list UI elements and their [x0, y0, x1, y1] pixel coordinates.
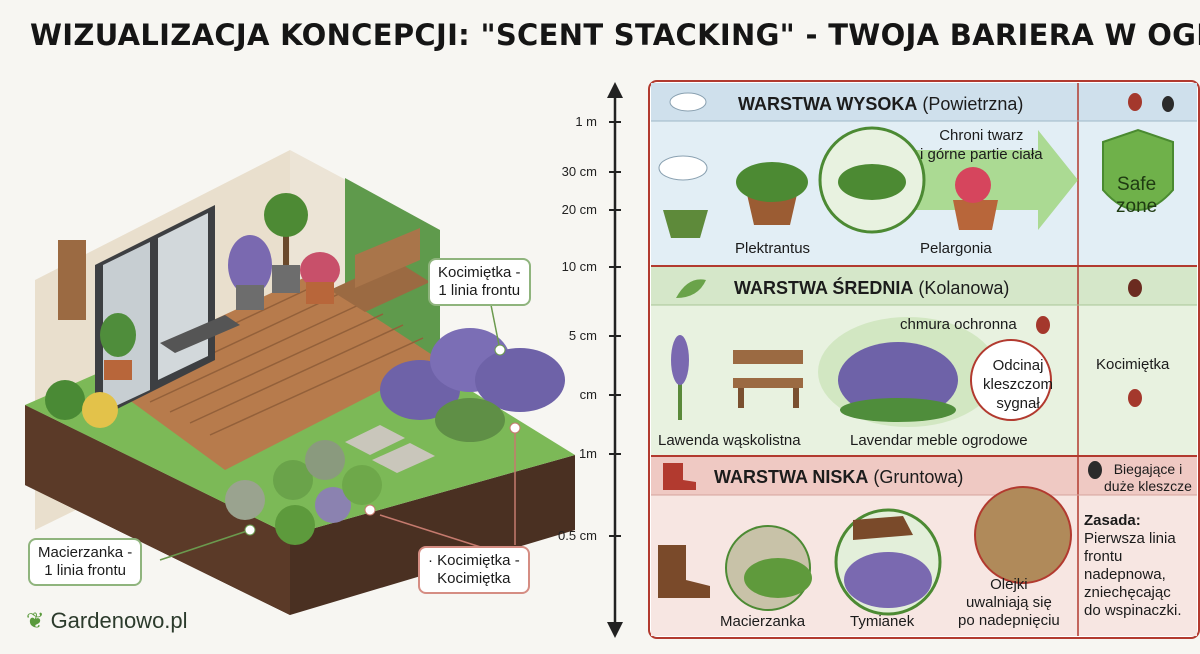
- label-running-ticks: Biegające i duże kleszcze: [1104, 461, 1192, 494]
- scale-label: cm: [579, 387, 597, 402]
- lavender-sprig: [671, 335, 689, 420]
- callout-kocimietka-bottom: · Kocimiętka - Kocimiętka: [418, 546, 530, 594]
- layers-panel: [648, 80, 1200, 639]
- high-band-title: WARSTWA WYSOKA (Powietrzna): [738, 94, 1024, 114]
- tick-icon: [1036, 316, 1050, 334]
- brand-logo: ❦ Gardenowo.pl: [26, 608, 188, 634]
- hanging-basket: [663, 210, 708, 238]
- tick-icon: [1128, 93, 1142, 111]
- page-title: WIZUALIZACJA KONCEPCJI: "SCENT STACKING"…: [30, 18, 1200, 52]
- scale-label: 1m: [578, 446, 597, 461]
- mid-band-title: WARSTWA ŚREDNIA (Kolanowa): [734, 278, 1010, 298]
- label-cut-signal: Odcinaj kleszczom sygnał: [983, 357, 1054, 412]
- low-band-header: [651, 457, 1197, 495]
- label-oils-release: Olejki uwalniają się po nadepnięciu: [958, 576, 1060, 629]
- label-pelargonia: Pelargonia: [920, 240, 992, 257]
- garden-bench: [330, 228, 430, 312]
- label-tymianek: Tymianek: [850, 613, 915, 630]
- garden-illustration: [25, 150, 575, 615]
- tick-icon: [1088, 461, 1102, 479]
- door-mat: [160, 315, 240, 353]
- high-band-note: Chroni twarz i górne partie ciała: [920, 127, 1043, 163]
- label-lawenda: Lawenda wąskolistna: [658, 432, 801, 449]
- high-band-header: [651, 83, 1197, 121]
- label-plektrantus: Plektrantus: [735, 240, 811, 257]
- lavender-bush: [838, 342, 958, 418]
- boot-icon: [663, 463, 696, 490]
- catnip-border: [380, 328, 565, 442]
- scale-label: 0.5 cm: [557, 528, 597, 543]
- low-band-title: WARSTWA NISKA (Gruntowa): [714, 467, 964, 487]
- label-protective-cloud: chmura ochronna: [900, 316, 1017, 333]
- rule-title: Zasada:: [1084, 512, 1141, 529]
- height-scale-axis: [607, 82, 623, 638]
- oil-zoom: [974, 486, 1072, 584]
- hiking-boot: [658, 545, 710, 598]
- lavender-pot-plant: [228, 235, 272, 295]
- tick-icon: [1162, 96, 1174, 112]
- scale-label: 30 cm: [561, 164, 597, 179]
- leaf-logo-icon: ❦: [26, 608, 45, 633]
- cloud-icon: [658, 155, 708, 181]
- wooden-deck: [95, 275, 440, 470]
- scale-label: 20 cm: [561, 202, 597, 217]
- safe-zone-badge: Safe zone: [1116, 174, 1158, 217]
- scale-label: 1 m: [575, 114, 597, 129]
- scale-label: 5 cm: [568, 328, 597, 343]
- trellis: [58, 240, 86, 320]
- callout-kocimietka-frontline: Kocimiętka - 1 linia frontu: [428, 258, 531, 306]
- callout-macierzanka: Macierzanka - 1 linia frontu: [28, 538, 143, 586]
- tick-icon: [1128, 389, 1142, 407]
- leaf-icon: [676, 279, 706, 298]
- label-macierzanka: Macierzanka: [720, 613, 806, 630]
- scale-label: 10 cm: [561, 259, 597, 274]
- cloud-icon: [669, 92, 707, 112]
- tick-icon: [1128, 279, 1142, 297]
- shield-icon: [1102, 128, 1174, 211]
- pelargonia-pot: [953, 200, 998, 230]
- rule-text: Pierwsza linia frontu nadepnowa, zniechę…: [1084, 530, 1182, 619]
- label-kocimietka: Kocimiętka: [1096, 356, 1170, 373]
- topiary-tree: [264, 193, 308, 237]
- thyme-beds: [225, 440, 382, 545]
- logo-text: Gardenowo.pl: [50, 608, 188, 633]
- bench-icon: [733, 350, 803, 408]
- signal-circle: [970, 339, 1052, 421]
- mid-band-header: [651, 267, 1197, 305]
- label-lavender-furniture: Lavendar meble ogrodowe: [850, 432, 1028, 449]
